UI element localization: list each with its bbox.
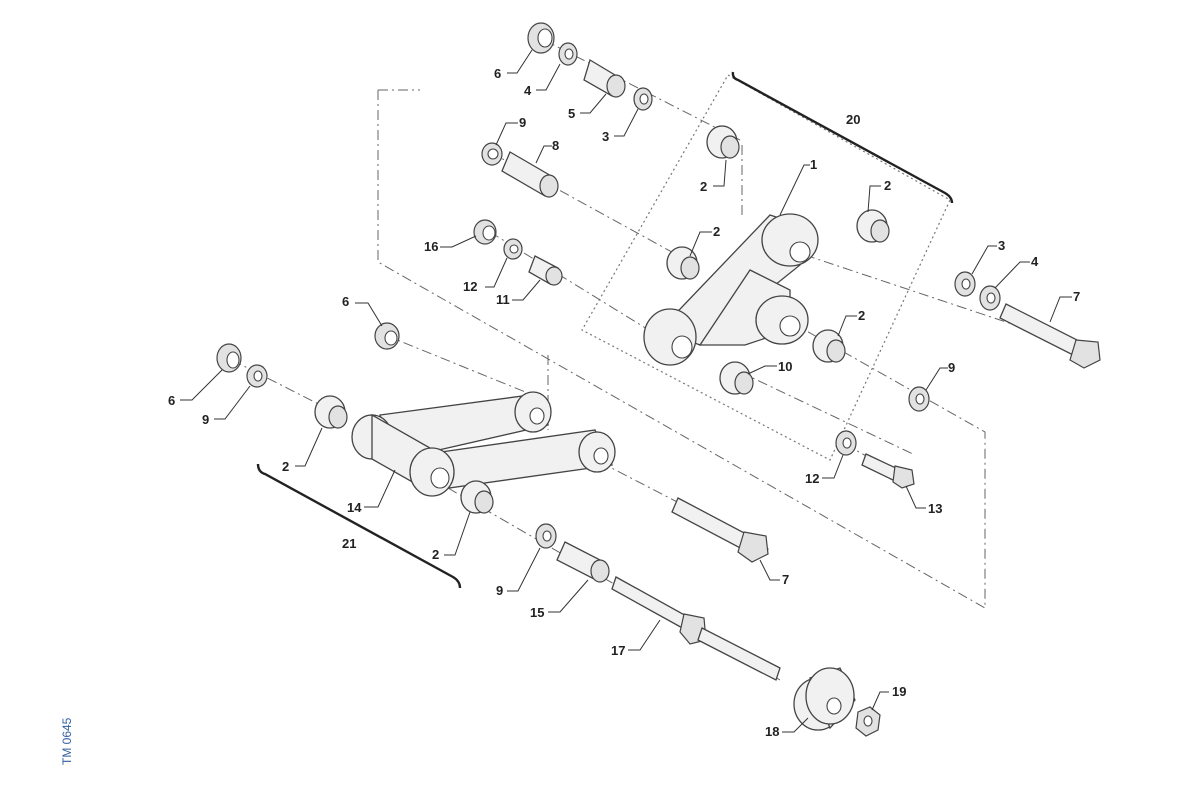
- callout-7: 7: [782, 572, 789, 587]
- callout-12: 12: [805, 471, 819, 486]
- part-12-washer-upper: [503, 238, 523, 260]
- callout-9: 9: [948, 360, 955, 375]
- part-2-bushing-e: [314, 395, 348, 429]
- callout-1: 1: [810, 157, 817, 172]
- callout-18: 18: [765, 724, 779, 739]
- callout-16: 16: [424, 239, 438, 254]
- callout-20: 20: [846, 112, 860, 127]
- part-11-sleeve: [528, 255, 563, 286]
- part-19-nut: [855, 706, 881, 737]
- callout-15: 15: [530, 605, 544, 620]
- callout-2: 2: [432, 547, 439, 562]
- part-15-sleeve: [556, 541, 610, 583]
- callout-14: 14: [347, 500, 362, 515]
- part-9-washer-right: [908, 386, 930, 412]
- part-2-bushing-b: [856, 209, 890, 243]
- callout-7: 7: [1073, 289, 1080, 304]
- callout-9: 9: [496, 583, 503, 598]
- part-7-bolt-upper: [999, 303, 1101, 369]
- part-18-roller: [793, 667, 856, 731]
- callout-10: 10: [778, 359, 792, 374]
- part-6-cap-middle: [374, 322, 400, 350]
- callout-6: 6: [168, 393, 175, 408]
- callout-19: 19: [892, 684, 906, 699]
- callout-9: 9: [519, 115, 526, 130]
- part-4-washer-right: [979, 285, 1001, 311]
- part-9-washer-upper: [481, 142, 503, 166]
- reference-code: TM 0645: [60, 717, 74, 765]
- part-13-bolt: [861, 453, 915, 489]
- part-9-washer-left: [246, 364, 268, 388]
- part-3-washer-right: [954, 271, 976, 297]
- callout-17: 17: [611, 643, 625, 658]
- part-14-tie-rods: [351, 391, 616, 497]
- leader-lines: [180, 49, 1072, 733]
- callout-2: 2: [282, 459, 289, 474]
- part-5-sleeve: [583, 59, 626, 98]
- callout-3: 3: [602, 129, 609, 144]
- part-7-bolt-lower: [671, 497, 769, 563]
- callout-4: 4: [1031, 254, 1039, 269]
- part-10-bushing: [719, 361, 754, 395]
- callout-2: 2: [713, 224, 720, 239]
- callout-2: 2: [884, 178, 891, 193]
- callout-6: 6: [494, 66, 501, 81]
- callout-2: 2: [858, 308, 865, 323]
- callout-3: 3: [998, 238, 1005, 253]
- part-17-shaft: [611, 576, 781, 681]
- assembly-20-brace: [731, 71, 954, 204]
- part-2-bushing-d: [812, 329, 846, 363]
- part-2-bushing-f: [460, 480, 494, 514]
- callout-11: 11: [496, 292, 510, 307]
- part-1-rocker: [643, 213, 819, 366]
- callout-5: 5: [568, 106, 575, 121]
- assembly-21-brace: [256, 463, 462, 589]
- callout-2: 2: [700, 179, 707, 194]
- callout-12: 12: [463, 279, 477, 294]
- part-2-bushing-a: [706, 125, 740, 159]
- part-9-washer-lower: [535, 523, 557, 549]
- callout-6: 6: [342, 294, 349, 309]
- callout-21: 21: [342, 536, 356, 551]
- part-4-washer-upper: [558, 42, 578, 66]
- callout-13: 13: [928, 501, 942, 516]
- part-6-cap-upper: [527, 22, 555, 54]
- part-12-washer-lower: [835, 430, 857, 456]
- part-16-cap: [473, 219, 497, 245]
- callout-8: 8: [552, 138, 559, 153]
- callout-4: 4: [524, 83, 532, 98]
- part-2-bushing-c: [666, 246, 700, 280]
- callout-labels: 6 4 5 3 9 8 20 1 2 2 2 2 16 12 11 3 4 7 …: [168, 66, 1080, 739]
- callout-9: 9: [202, 412, 209, 427]
- part-6-cap-left: [216, 343, 242, 373]
- part-3-washer-upper: [633, 87, 653, 111]
- part-8-sleeve: [501, 151, 559, 198]
